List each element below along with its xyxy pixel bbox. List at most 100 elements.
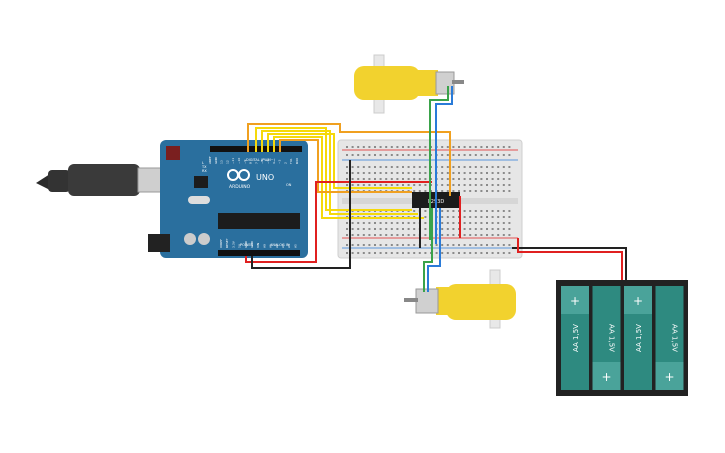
breadboard-hole[interactable] <box>497 244 500 246</box>
breadboard-hole[interactable] <box>351 252 354 254</box>
breadboard-hole[interactable] <box>379 234 382 236</box>
breadboard-hole[interactable] <box>424 190 427 192</box>
breadboard-hole[interactable] <box>424 216 427 218</box>
breadboard-hole[interactable] <box>374 178 376 180</box>
breadboard-hole[interactable] <box>486 190 488 192</box>
breadboard-hole[interactable] <box>368 146 371 148</box>
breadboard-hole[interactable] <box>351 166 354 168</box>
breadboard-hole[interactable] <box>502 252 505 254</box>
breadboard-hole[interactable] <box>474 184 477 186</box>
breadboard-hole[interactable] <box>508 154 511 156</box>
breadboard-hole[interactable] <box>402 228 404 230</box>
breadboard-hole[interactable] <box>480 154 483 156</box>
breadboard-hole[interactable] <box>474 146 477 148</box>
breadboard-hole[interactable] <box>346 252 348 254</box>
breadboard-hole[interactable] <box>379 222 382 224</box>
breadboard-hole[interactable] <box>390 244 393 246</box>
breadboard-hole[interactable] <box>379 244 382 246</box>
arduino-uno-board[interactable]: ARDUINO UNO DIGITAL (PWM~) ANALOG IN POW… <box>148 140 308 258</box>
breadboard-hole[interactable] <box>441 222 444 224</box>
breadboard-hole[interactable] <box>452 154 455 156</box>
breadboard-hole[interactable] <box>368 252 371 254</box>
breadboard-hole[interactable] <box>497 252 500 254</box>
breadboard-hole[interactable] <box>486 252 488 254</box>
breadboard-hole[interactable] <box>480 184 483 186</box>
breadboard-hole[interactable] <box>357 252 360 254</box>
breadboard-hole[interactable] <box>396 178 399 180</box>
breadboard-hole[interactable] <box>502 172 505 174</box>
breadboard-hole[interactable] <box>446 228 449 230</box>
breadboard-hole[interactable] <box>491 178 494 180</box>
breadboard-hole[interactable] <box>374 146 376 148</box>
breadboard-hole[interactable] <box>424 146 427 148</box>
breadboard-hole[interactable] <box>424 228 427 230</box>
breadboard-hole[interactable] <box>374 228 376 230</box>
breadboard-hole[interactable] <box>508 190 511 192</box>
breadboard-hole[interactable] <box>486 244 488 246</box>
breadboard-hole[interactable] <box>480 146 483 148</box>
breadboard-hole[interactable] <box>385 252 388 254</box>
breadboard-hole[interactable] <box>508 184 511 186</box>
breadboard-hole[interactable] <box>452 228 455 230</box>
breadboard-hole[interactable] <box>469 216 472 218</box>
breadboard-hole[interactable] <box>362 146 365 148</box>
breadboard-hole[interactable] <box>474 190 477 192</box>
breadboard-hole[interactable] <box>463 252 466 254</box>
breadboard-hole[interactable] <box>491 184 494 186</box>
breadboard-hole[interactable] <box>502 146 505 148</box>
breadboard-hole[interactable] <box>463 216 466 218</box>
breadboard-hole[interactable] <box>368 244 371 246</box>
breadboard-hole[interactable] <box>374 154 376 156</box>
breadboard-hole[interactable] <box>390 252 393 254</box>
breadboard-hole[interactable] <box>368 172 371 174</box>
breadboard-hole[interactable] <box>502 244 505 246</box>
breadboard-hole[interactable] <box>452 146 455 148</box>
breadboard-hole[interactable] <box>441 146 444 148</box>
breadboard-hole[interactable] <box>346 234 348 236</box>
breadboard-hole[interactable] <box>435 244 438 246</box>
breadboard-holes[interactable] <box>346 146 511 254</box>
breadboard-hole[interactable] <box>418 172 421 174</box>
breadboard-hole[interactable] <box>441 252 444 254</box>
breadboard-hole[interactable] <box>486 178 488 180</box>
breadboard-hole[interactable] <box>385 222 388 224</box>
breadboard-hole[interactable] <box>497 172 500 174</box>
breadboard-hole[interactable] <box>480 178 483 180</box>
breadboard-hole[interactable] <box>407 172 410 174</box>
breadboard-hole[interactable] <box>452 244 455 246</box>
breadboard-hole[interactable] <box>362 166 365 168</box>
breadboard-hole[interactable] <box>357 244 360 246</box>
breadboard-hole[interactable] <box>402 252 404 254</box>
breadboard-hole[interactable] <box>374 184 376 186</box>
breadboard-hole[interactable] <box>458 244 460 246</box>
breadboard-hole[interactable] <box>452 172 455 174</box>
breadboard-hole[interactable] <box>368 166 371 168</box>
breadboard-hole[interactable] <box>508 166 511 168</box>
breadboard-hole[interactable] <box>474 228 477 230</box>
breadboard-hole[interactable] <box>418 184 421 186</box>
breadboard-hole[interactable] <box>502 234 505 236</box>
breadboard-hole[interactable] <box>491 172 494 174</box>
breadboard-hole[interactable] <box>424 172 427 174</box>
breadboard-hole[interactable] <box>474 166 477 168</box>
breadboard-hole[interactable] <box>469 234 472 236</box>
wire-green[interactable] <box>429 86 449 240</box>
breadboard-hole[interactable] <box>508 222 511 224</box>
breadboard-hole[interactable] <box>502 228 505 230</box>
breadboard-hole[interactable] <box>474 210 477 212</box>
breadboard-hole[interactable] <box>385 166 388 168</box>
breadboard-hole[interactable] <box>385 146 388 148</box>
breadboard-hole[interactable] <box>390 146 393 148</box>
wire-blue[interactable] <box>435 86 453 244</box>
breadboard-hole[interactable] <box>385 154 388 156</box>
breadboard-hole[interactable] <box>469 146 472 148</box>
breadboard-hole[interactable] <box>390 228 393 230</box>
breadboard-hole[interactable] <box>374 234 376 236</box>
breadboard-hole[interactable] <box>362 252 365 254</box>
breadboard-hole[interactable] <box>508 210 511 212</box>
breadboard-hole[interactable] <box>379 184 382 186</box>
breadboard-hole[interactable] <box>362 244 365 246</box>
breadboard-hole[interactable] <box>458 178 460 180</box>
breadboard-hole[interactable] <box>491 190 494 192</box>
breadboard-hole[interactable] <box>396 244 399 246</box>
